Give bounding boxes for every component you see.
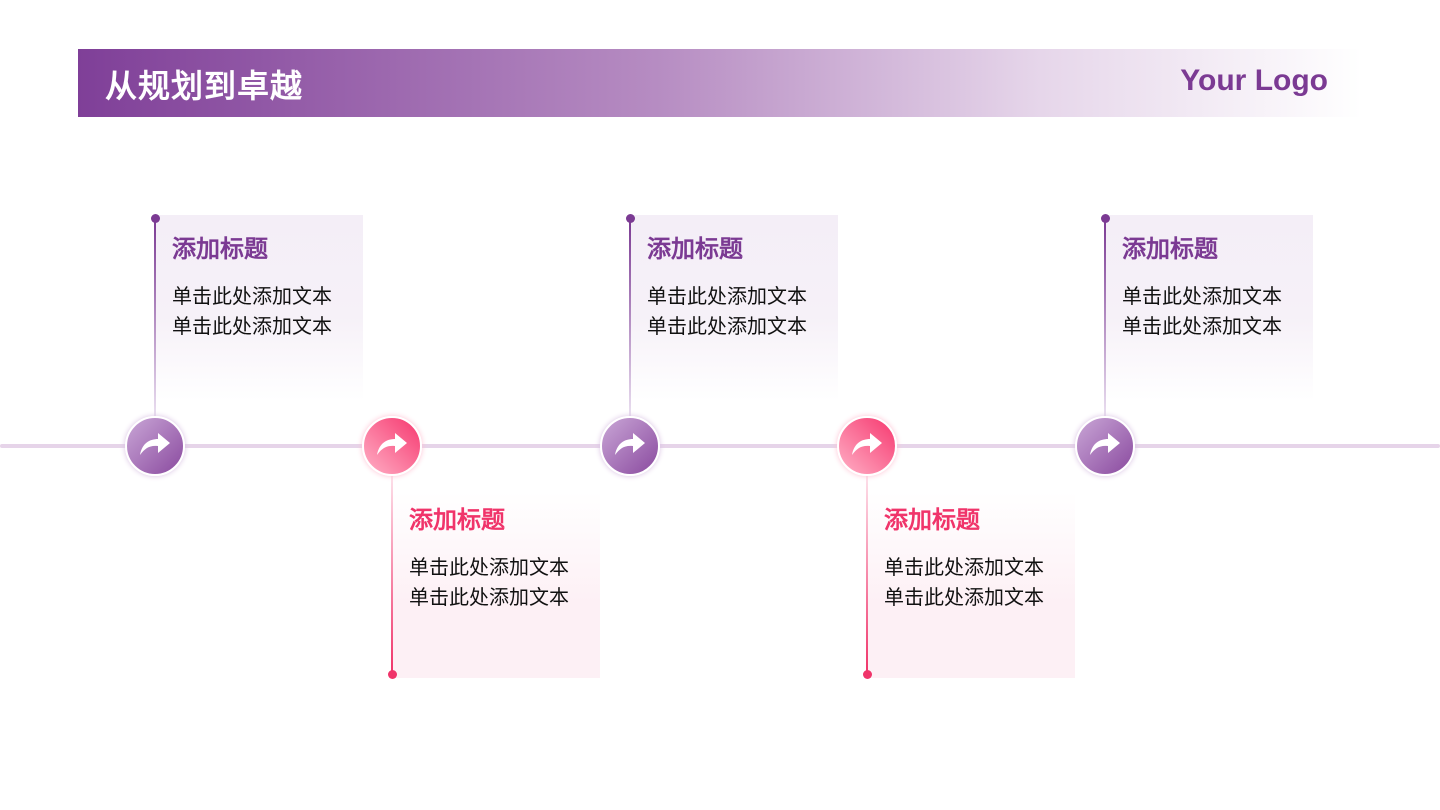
step-connector xyxy=(391,476,393,674)
step-text: 单击此处添加文本 xyxy=(172,314,332,338)
step-node xyxy=(600,416,660,476)
step-title: 添加标题 xyxy=(1122,235,1218,263)
step-card: 添加标题 单击此处添加文本 单击此处添加文本 xyxy=(392,492,600,678)
step-connector xyxy=(629,219,631,416)
step-node xyxy=(1075,416,1135,476)
step-text: 单击此处添加文本 xyxy=(1122,284,1282,308)
step-dot xyxy=(625,214,635,223)
step-text: 单击此处添加文本 xyxy=(647,314,807,338)
step-title: 添加标题 xyxy=(647,235,743,263)
logo: Your Logo xyxy=(1180,64,1328,97)
step-title: 添加标题 xyxy=(884,506,980,534)
step-card: 添加标题 单击此处添加文本 单击此处添加文本 xyxy=(155,215,363,401)
page-title: 从规划到卓越 xyxy=(105,67,304,105)
share-arrow-icon xyxy=(375,431,409,461)
share-arrow-icon xyxy=(850,431,884,461)
step-dot xyxy=(1100,214,1110,223)
step-text: 单击此处添加文本 xyxy=(1122,314,1282,338)
step-node xyxy=(362,416,422,476)
step-text: 单击此处添加文本 xyxy=(884,585,1044,609)
step-text: 单击此处添加文本 xyxy=(647,284,807,308)
step-text: 单击此处添加文本 xyxy=(172,284,332,308)
step-connector xyxy=(866,476,868,674)
step-dot xyxy=(862,670,872,679)
step-text: 单击此处添加文本 xyxy=(884,555,1044,579)
step-card: 添加标题 单击此处添加文本 单击此处添加文本 xyxy=(867,492,1075,678)
step-dot xyxy=(387,670,397,679)
step-connector xyxy=(1104,219,1106,416)
step-card: 添加标题 单击此处添加文本 单击此处添加文本 xyxy=(1105,215,1313,401)
step-connector xyxy=(154,219,156,416)
step-node xyxy=(837,416,897,476)
header-banner: 从规划到卓越 Your Logo xyxy=(78,49,1362,117)
step-dot xyxy=(150,214,160,223)
step-text: 单击此处添加文本 xyxy=(409,555,569,579)
share-arrow-icon xyxy=(1088,431,1122,461)
share-arrow-icon xyxy=(613,431,647,461)
step-node xyxy=(125,416,185,476)
share-arrow-icon xyxy=(138,431,172,461)
step-card: 添加标题 单击此处添加文本 单击此处添加文本 xyxy=(630,215,838,401)
timeline-axis xyxy=(0,444,1440,448)
step-text: 单击此处添加文本 xyxy=(409,585,569,609)
step-title: 添加标题 xyxy=(172,235,268,263)
step-title: 添加标题 xyxy=(409,506,505,534)
